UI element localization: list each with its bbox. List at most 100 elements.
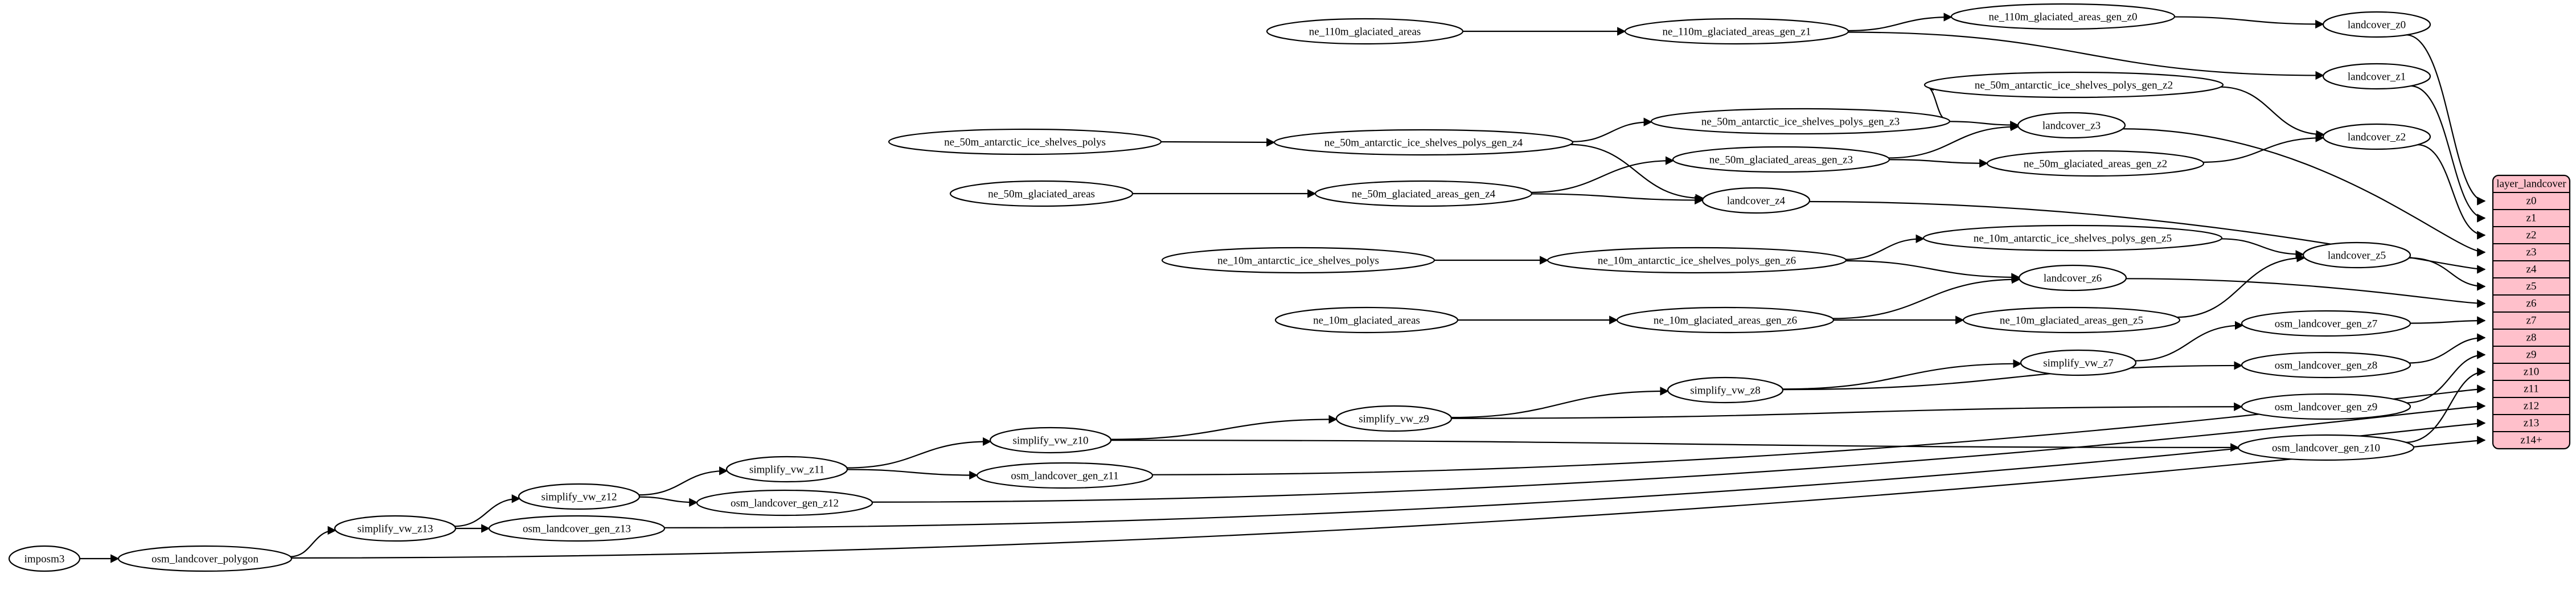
- node-label: simplify_vw_z7: [2043, 358, 2114, 370]
- graph-node-landcover_z6[interactable]: landcover_z6: [2018, 264, 2127, 292]
- graph-node-osm_landcover_gen_z12[interactable]: osm_landcover_gen_z12: [696, 489, 873, 516]
- node-ellipse: [1701, 187, 1811, 214]
- edge-landcover_z2-to-layer_landcover:z2: [2417, 143, 2486, 240]
- graph-node-ne_50m_glaciated_areas_gen_z3[interactable]: ne_50m_glaciated_areas_gen_z3: [1672, 146, 1890, 173]
- node-ellipse: [1922, 224, 2223, 252]
- graph-node-ne_10m_glaciated_areas[interactable]: ne_10m_glaciated_areas: [1274, 306, 1459, 334]
- edge-simplify_vw_z8-to-osm_landcover_gen_z8: [1782, 361, 2243, 391]
- graph-node-ne_10m_glaciated_areas_gen_z5[interactable]: ne_10m_glaciated_areas_gen_z5: [1962, 306, 2181, 334]
- node-ellipse: [1650, 108, 1951, 135]
- graph-node-landcover_z2[interactable]: landcover_z2: [2322, 123, 2431, 150]
- edge-ne_50m_glaciated_areas_gen_z3-to-landcover_z3: [1887, 122, 2020, 159]
- node-label: ne_50m_glaciated_areas_gen_z2: [2024, 158, 2167, 170]
- table-row-z7[interactable]: z7: [2526, 315, 2537, 327]
- node-label: ne_110m_glaciated_areas_gen_z0: [1989, 11, 2138, 23]
- edge-ne_50m_antarctic_ice_shelves_polys_gen_z4-to-ne_50m_antarctic_ice_shelves_polys_gen_z3: [1570, 117, 1652, 142]
- node-label: landcover_z2: [2348, 132, 2406, 143]
- graph-node-simplify_vw_z9[interactable]: simplify_vw_z9: [1335, 405, 1453, 432]
- graph-node-ne_50m_glaciated_areas_gen_z4[interactable]: ne_50m_glaciated_areas_gen_z4: [1314, 180, 1533, 207]
- graph-node-landcover_z5[interactable]: landcover_z5: [2302, 241, 2411, 269]
- node-ellipse: [1616, 306, 1835, 334]
- node-ellipse: [518, 483, 641, 510]
- node-ellipse: [976, 462, 1154, 489]
- graph-node-ne_50m_antarctic_ice_shelves_polys[interactable]: ne_50m_antarctic_ice_shelves_polys: [888, 128, 1162, 155]
- node-label: landcover_z4: [1727, 195, 1786, 207]
- graph-node-ne_50m_antarctic_ice_shelves_polys_gen_z3[interactable]: ne_50m_antarctic_ice_shelves_polys_gen_z…: [1650, 108, 1951, 135]
- edge-simplify_vw_z9-to-osm_landcover_gen_z9: [1450, 402, 2243, 419]
- table-row-z0[interactable]: z0: [2526, 195, 2537, 207]
- table-row-z14+[interactable]: z14+: [2520, 434, 2542, 446]
- graph-node-ne_50m_antarctic_ice_shelves_polys_gen_z2[interactable]: ne_50m_antarctic_ice_shelves_polys_gen_z…: [1923, 71, 2224, 99]
- graph-node-landcover_z1[interactable]: landcover_z1: [2322, 63, 2431, 90]
- table-row-z11[interactable]: z11: [2524, 383, 2539, 395]
- edge-simplify_vw_z9-to-simplify_vw_z8: [1450, 387, 1669, 419]
- graph-node-osm_landcover_polygon[interactable]: osm_landcover_polygon: [117, 545, 293, 572]
- graph-node-ne_10m_antarctic_ice_shelves_polys_gen_z5[interactable]: ne_10m_antarctic_ice_shelves_polys_gen_z…: [1922, 224, 2223, 252]
- graph-node-ne_10m_antarctic_ice_shelves_polys_gen_z6[interactable]: ne_10m_antarctic_ice_shelves_polys_gen_z…: [1547, 247, 1847, 274]
- edge-osm_landcover_gen_z8-to-layer_landcover:z8: [2408, 333, 2486, 364]
- node-label: ne_10m_antarctic_ice_shelves_polys_gen_z…: [1974, 233, 2172, 245]
- graph-node-ne_110m_glaciated_areas_gen_z1[interactable]: ne_110m_glaciated_areas_gen_z1: [1624, 18, 1849, 45]
- graph-node-ne_10m_glaciated_areas_gen_z6[interactable]: ne_10m_glaciated_areas_gen_z6: [1616, 306, 1835, 334]
- graph-node-osm_landcover_gen_z13[interactable]: osm_landcover_gen_z13: [488, 515, 666, 542]
- node-label: landcover_z6: [2044, 273, 2102, 285]
- node-ellipse: [334, 515, 457, 542]
- graph-node-landcover_z0[interactable]: landcover_z0: [2322, 11, 2431, 38]
- node-label: osm_landcover_gen_z7: [2275, 318, 2377, 330]
- node-ellipse: [1962, 306, 2181, 334]
- edge-simplify_vw_z11-to-simplify_vw_z10: [846, 437, 992, 469]
- node-ellipse: [696, 489, 873, 516]
- edge-osm_landcover_polygon-to-simplify_vw_z13: [289, 526, 337, 557]
- graph-node-osm_landcover_gen_z7[interactable]: osm_landcover_gen_z7: [2241, 310, 2411, 337]
- graph-node-simplify_vw_z11[interactable]: simplify_vw_z11: [725, 456, 848, 483]
- node-ellipse: [1923, 71, 2224, 99]
- graph-node-osm_landcover_gen_z11[interactable]: osm_landcover_gen_z11: [976, 462, 1154, 489]
- graph-node-simplify_vw_z8[interactable]: simplify_vw_z8: [1667, 376, 1784, 404]
- graph-node-osm_landcover_gen_z10[interactable]: osm_landcover_gen_z10: [2237, 434, 2415, 461]
- graph-node-ne_10m_antarctic_ice_shelves_polys[interactable]: ne_10m_antarctic_ice_shelves_polys: [1161, 247, 1435, 274]
- table-row-z8[interactable]: z8: [2526, 332, 2537, 344]
- node-label: landcover_z1: [2348, 71, 2406, 83]
- node-ellipse: [2241, 351, 2411, 379]
- table-row-z13[interactable]: z13: [2524, 417, 2539, 429]
- graph-node-simplify_vw_z13[interactable]: simplify_vw_z13: [334, 515, 457, 542]
- edge-simplify_vw_z11-to-osm_landcover_gen_z11: [846, 469, 978, 480]
- graph-node-osm_landcover_gen_z8[interactable]: osm_landcover_gen_z8: [2241, 351, 2411, 379]
- graph-node-simplify_vw_z12[interactable]: simplify_vw_z12: [518, 483, 641, 510]
- graph-node-ne_110m_glaciated_areas_gen_z0[interactable]: ne_110m_glaciated_areas_gen_z0: [1950, 3, 2176, 30]
- graph-node-landcover_z4[interactable]: landcover_z4: [1701, 187, 1811, 214]
- table-row-z5[interactable]: z5: [2526, 281, 2537, 293]
- node-label: ne_10m_glaciated_areas: [1313, 315, 1420, 327]
- node-label: ne_10m_glaciated_areas_gen_z5: [2000, 315, 2143, 327]
- graph-node-simplify_vw_z10[interactable]: simplify_vw_z10: [989, 427, 1112, 454]
- graph-node-imposm3[interactable]: imposm3: [8, 545, 81, 572]
- table-row-z2[interactable]: z2: [2526, 229, 2537, 241]
- graph-node-landcover_z3[interactable]: landcover_z3: [2017, 112, 2126, 139]
- table-row-z3[interactable]: z3: [2526, 247, 2537, 259]
- edge-osm_landcover_gen_z13-to-layer_landcover:z13: [663, 419, 2486, 528]
- graph-node-osm_landcover_gen_z9[interactable]: osm_landcover_gen_z9: [2241, 393, 2411, 420]
- edge-ne_50m_antarctic_ice_shelves_polys_gen_z4-to-landcover_z4: [1569, 143, 1704, 203]
- node-ellipse: [488, 515, 666, 542]
- table-row-z4[interactable]: z4: [2526, 264, 2537, 276]
- table-row-z9[interactable]: z9: [2526, 349, 2537, 361]
- graph-node-ne_50m_glaciated_areas_gen_z2[interactable]: ne_50m_glaciated_areas_gen_z2: [1986, 150, 2205, 177]
- table-row-z12[interactable]: z12: [2524, 400, 2539, 412]
- node-label: ne_110m_glaciated_areas_gen_z1: [1663, 26, 1811, 38]
- edge-ne_50m_glaciated_areas_gen_z3-to-ne_50m_glaciated_areas_gen_z2: [1888, 159, 1988, 168]
- edge-ne_50m_glaciated_areas_gen_z4-to-ne_50m_glaciated_areas_gen_z3: [1530, 156, 1675, 194]
- edge-landcover_z4-to-layer_landcover:z4: [1808, 200, 2486, 274]
- graph-node-simplify_vw_z7[interactable]: simplify_vw_z7: [2020, 349, 2137, 376]
- graph-node-ne_50m_antarctic_ice_shelves_polys_gen_z4[interactable]: ne_50m_antarctic_ice_shelves_polys_gen_z…: [1273, 129, 1574, 156]
- node-ellipse: [1986, 150, 2205, 177]
- table-row-z1[interactable]: z1: [2526, 212, 2537, 224]
- table-row-z6[interactable]: z6: [2526, 298, 2537, 310]
- graph-node-ne_50m_glaciated_areas[interactable]: ne_50m_glaciated_areas: [949, 180, 1134, 207]
- node-label: ne_50m_antarctic_ice_shelves_polys: [944, 137, 1106, 149]
- node-ellipse: [1547, 247, 1847, 274]
- edge-osm_landcover_gen_z12-to-layer_landcover:z12: [871, 401, 2486, 503]
- node-ellipse: [1624, 18, 1849, 45]
- graph-node-ne_110m_glaciated_areas[interactable]: ne_110m_glaciated_areas: [1266, 18, 1464, 45]
- node-ellipse: [2241, 393, 2411, 420]
- table-row-z10[interactable]: z10: [2524, 366, 2539, 378]
